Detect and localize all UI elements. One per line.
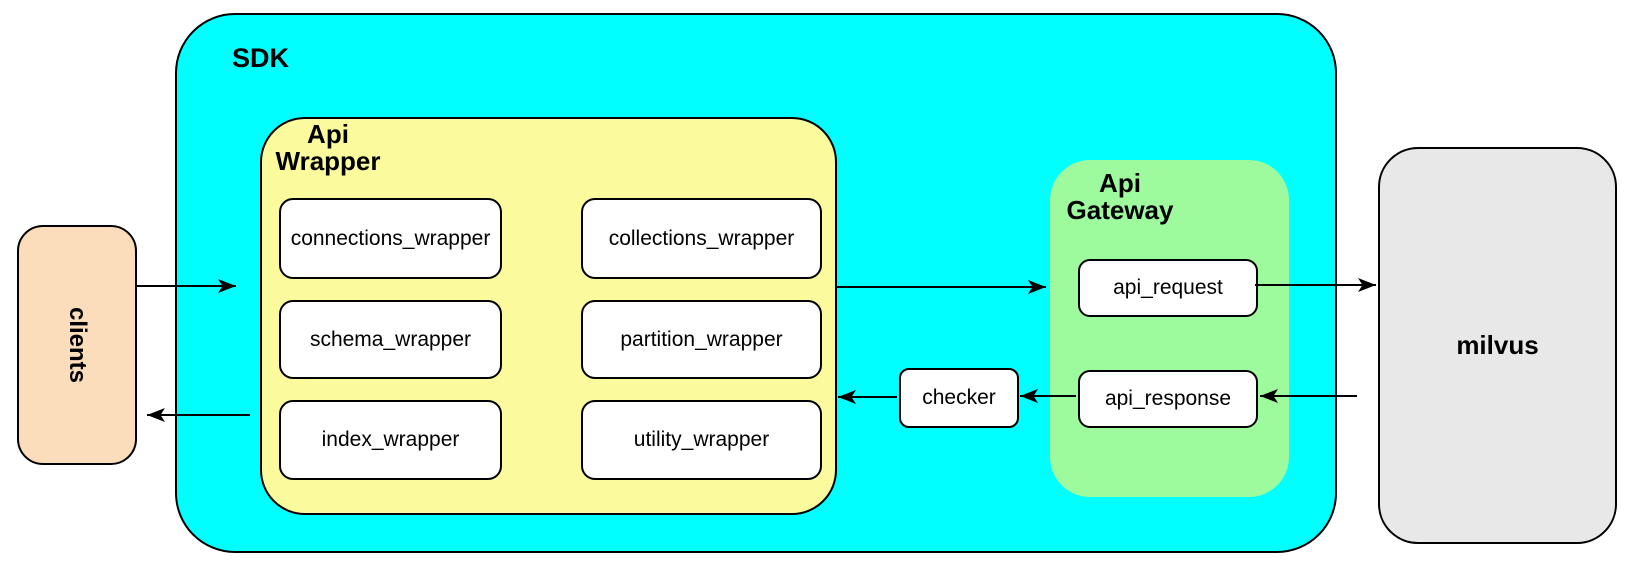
node-schema-wrapper: schema_wrapper bbox=[279, 300, 502, 379]
node-partition-wrapper: partition_wrapper bbox=[581, 300, 822, 379]
container-api-gateway: Api Gateway api_request api_response bbox=[1050, 160, 1289, 497]
node-api-request: api_request bbox=[1078, 259, 1258, 317]
node-collections-wrapper: collections_wrapper bbox=[581, 198, 822, 279]
node-checker: checker bbox=[899, 368, 1019, 428]
node-connections-wrapper: connections_wrapper bbox=[279, 198, 502, 279]
container-api-wrapper: Api Wrapper connections_wrapper collecti… bbox=[260, 117, 837, 515]
container-sdk-label: SDK bbox=[232, 43, 290, 73]
node-index-wrapper: index_wrapper bbox=[279, 400, 502, 480]
node-api-response: api_response bbox=[1078, 370, 1258, 428]
node-milvus: milvus bbox=[1378, 147, 1617, 544]
node-clients-label: clients bbox=[64, 306, 91, 384]
node-milvus-label: milvus bbox=[1456, 330, 1539, 360]
container-sdk: SDK Api Wrapper connections_wrapper coll… bbox=[175, 13, 1337, 553]
node-utility-wrapper: utility_wrapper bbox=[581, 400, 822, 480]
container-api-gateway-label: Api Gateway bbox=[1066, 168, 1174, 225]
node-clients: clients bbox=[17, 225, 137, 465]
container-api-wrapper-label: Api Wrapper bbox=[275, 119, 381, 176]
